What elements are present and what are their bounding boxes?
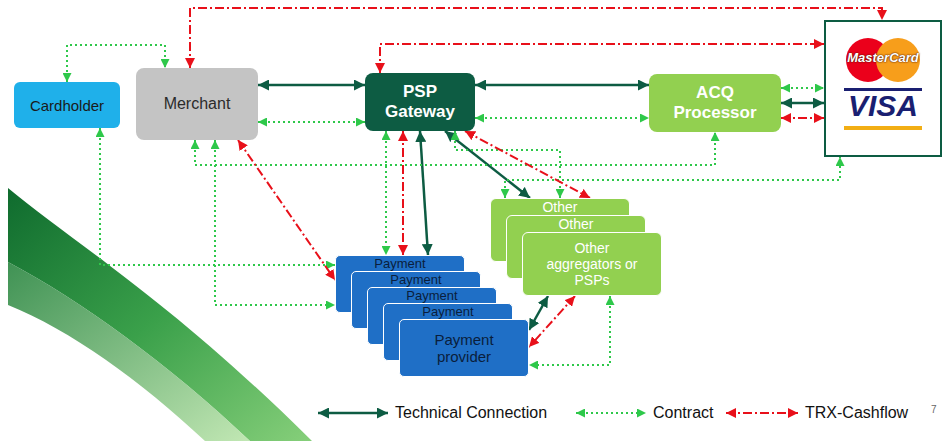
- cashflow-line: [529, 296, 575, 347]
- node-text: Payment: [406, 289, 457, 303]
- logo-bar: [844, 126, 922, 130]
- node-text: Cardholder: [30, 97, 104, 114]
- cashflow-line: [781, 117, 824, 119]
- aggregator-card: Other aggregators or PSPs: [522, 232, 662, 296]
- node-text: Payment: [422, 305, 473, 319]
- card-scheme-box: MasterCardVISA: [824, 20, 942, 157]
- logo-art: [826, 22, 940, 155]
- technical-connection: [420, 131, 428, 255]
- node-text: Payment: [374, 257, 425, 271]
- technical-connection: [258, 84, 365, 87]
- contract-line: [100, 128, 335, 265]
- page-number: 7: [931, 404, 937, 415]
- cashflow-line: [380, 44, 824, 73]
- green-ribbon-light: [8, 262, 250, 441]
- contract-line: [258, 121, 365, 123]
- contract-line: [505, 157, 840, 198]
- node-text: PSP Gateway: [373, 82, 468, 122]
- contract-line: [475, 117, 649, 119]
- party-box: Merchant: [136, 68, 258, 140]
- party-box: Cardholder: [14, 82, 120, 128]
- node-text: Payment provider: [414, 331, 514, 365]
- legend-text: TRX-Cashflow: [805, 403, 908, 423]
- technical-connection: [781, 102, 824, 105]
- legend-sample: [318, 412, 388, 415]
- cashflow-line: [465, 131, 590, 198]
- cashflow-line: [238, 140, 335, 280]
- logo-text: VISA: [848, 89, 918, 123]
- node-text: Other aggregators or PSPs: [537, 240, 647, 288]
- legend-text: Contract: [653, 403, 713, 423]
- processor-box: ACQ Processor: [649, 74, 781, 132]
- legend-sample: [576, 412, 646, 414]
- contract-line: [385, 131, 387, 255]
- payment-provider-card: Payment provider: [399, 319, 529, 377]
- green-ribbon: [8, 188, 312, 441]
- contract-line: [455, 131, 560, 198]
- contract-line: [781, 87, 824, 89]
- node-text: ACQ Processor: [660, 83, 770, 123]
- contract-line: [529, 296, 610, 365]
- legend-text: Technical Connection: [395, 403, 547, 423]
- legend-sample: [726, 412, 798, 414]
- cashflow-line: [402, 131, 404, 255]
- cashflow-line: [190, 8, 882, 68]
- gateway-box: PSP Gateway: [365, 73, 475, 131]
- node-text: Payment: [390, 273, 441, 287]
- technical-connection: [475, 84, 649, 87]
- node-text: Merchant: [164, 95, 231, 113]
- technical-connection: [445, 131, 530, 198]
- node-text: Other: [542, 200, 577, 215]
- technical-connection: [529, 296, 548, 330]
- logo-text: MasterCard: [847, 49, 919, 67]
- node-text: Other: [558, 217, 593, 232]
